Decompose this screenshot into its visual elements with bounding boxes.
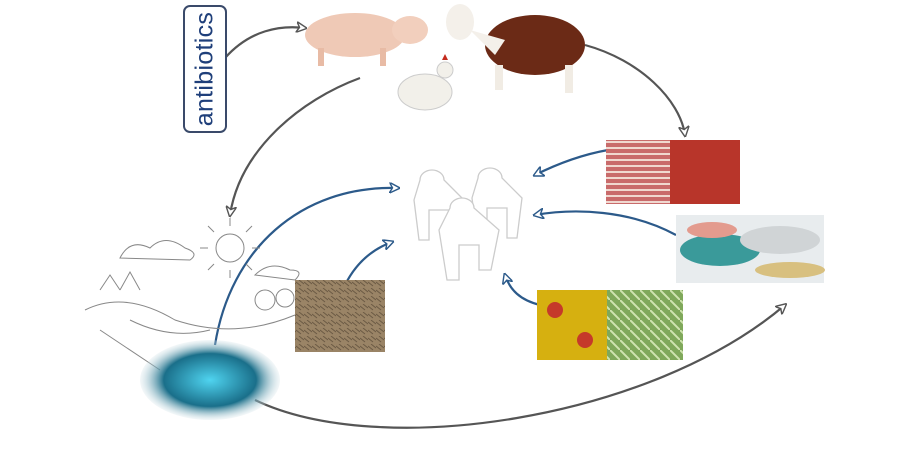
arrow-vegetables-to-humans (505, 275, 541, 307)
arrow-soil-to-humans (344, 242, 392, 286)
arrow-meat-to-humans (535, 148, 609, 175)
arrow-water-to-humans (213, 188, 398, 346)
arrow-fish-to-humans (535, 212, 677, 236)
antibiotics-label-box: antibiotics (183, 5, 227, 133)
arrow-water-to-fish (254, 305, 785, 429)
fish-image (676, 215, 825, 283)
antibiotics-label: antibiotics (190, 11, 219, 127)
chicken-image (397, 54, 454, 111)
meat-image (606, 140, 740, 204)
landscape-sketch (84, 218, 300, 371)
arrow-antibiotics-to-livestock (224, 27, 305, 59)
blue-arrows (213, 148, 677, 346)
vegetables-image (537, 290, 683, 360)
arrow-livestock-to-meat (584, 43, 685, 135)
gray-arrows (224, 27, 785, 429)
soil-image (295, 280, 385, 352)
cow-image (446, 4, 585, 93)
humans-outline (413, 167, 523, 281)
pig-image (305, 13, 428, 66)
arrow-livestock-to-environment (230, 76, 361, 215)
water-image (140, 340, 280, 420)
